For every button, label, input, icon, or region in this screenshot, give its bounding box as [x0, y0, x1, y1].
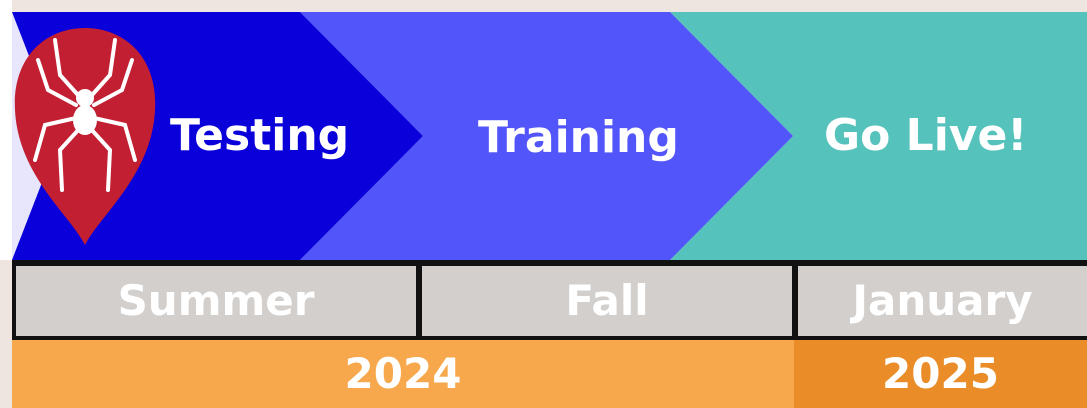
year-cell-2024: 2024: [12, 340, 794, 408]
stage-label-training: Training: [478, 112, 679, 163]
season-cell-fall: Fall: [422, 266, 792, 336]
stage-arrows: [12, 12, 1087, 260]
season-label: Summer: [117, 276, 315, 325]
season-cell-summer: Summer: [16, 266, 416, 336]
season-row: Summer Fall January: [12, 260, 1087, 340]
left-edge-strip: [0, 0, 12, 260]
year-label: 2025: [882, 349, 999, 398]
spider-map-pin-icon: [14, 28, 156, 245]
year-cell-2025: 2025: [794, 340, 1087, 408]
season-label: Fall: [565, 276, 649, 325]
season-label: January: [852, 276, 1033, 325]
stage-arrow-go-live: [670, 12, 1087, 260]
season-cell-january: January: [798, 266, 1087, 336]
stage-label-testing: Testing: [170, 110, 350, 161]
stage-arrow-training: [300, 12, 793, 260]
stage-label-go-live: Go Live!: [824, 110, 1028, 161]
year-label: 2024: [344, 349, 462, 398]
